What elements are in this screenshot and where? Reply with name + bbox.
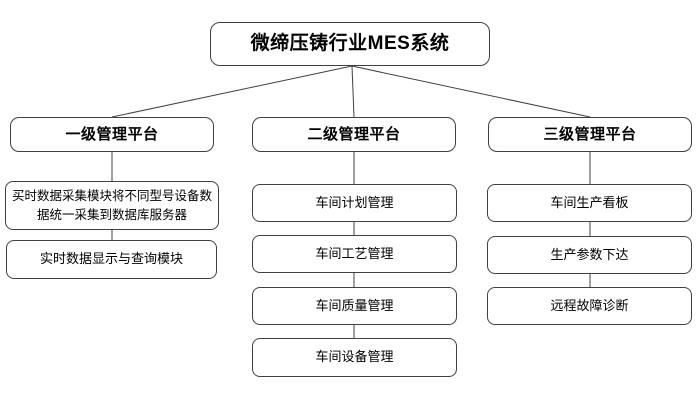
module-node-process-management-label: 车间工艺管理	[315, 245, 394, 261]
module-node-parameter-dispatch-label: 生产参数下达	[550, 246, 629, 262]
module-node-remote-diagnosis: 远程故障诊断	[487, 287, 692, 325]
module-node-quality-management: 车间质量管理	[252, 287, 457, 325]
platform-node-level2-label: 二级管理平台	[307, 125, 401, 143]
module-node-quality-management-label: 车间质量管理	[315, 297, 394, 313]
module-node-parameter-dispatch: 生产参数下达	[487, 236, 692, 274]
module-node-data-display-query: 实时数据显示与查询模块	[6, 240, 217, 279]
platform-node-level1: 一级管理平台	[10, 117, 214, 152]
module-node-data-collection-label: 买时数据采集模块将不同型号设备数据统一采集到数据库服务器	[12, 189, 213, 222]
module-node-production-kanban-label: 车间生产看板	[550, 194, 629, 210]
platform-node-level1-label: 一级管理平台	[65, 125, 159, 143]
module-node-plan-management-label: 车间计划管理	[315, 194, 394, 210]
module-node-production-kanban: 车间生产看板	[487, 184, 692, 222]
module-node-equipment-management: 车间设备管理	[252, 338, 457, 377]
module-node-process-management: 车间工艺管理	[252, 235, 457, 273]
module-node-remote-diagnosis-label: 远程故障诊断	[550, 297, 629, 313]
platform-node-level3-label: 三级管理平台	[543, 125, 637, 143]
module-node-equipment-management-label: 车间设备管理	[315, 349, 394, 365]
module-node-data-collection: 买时数据采集模块将不同型号设备数据统一采集到数据库服务器	[5, 181, 219, 230]
module-node-plan-management: 车间计划管理	[252, 184, 457, 222]
root-node: 微缔压铸行业MES系统	[210, 22, 490, 66]
platform-node-level3: 三级管理平台	[488, 117, 692, 152]
module-node-data-display-query-label: 实时数据显示与查询模块	[39, 251, 183, 267]
root-node-label: 微缔压铸行业MES系统	[250, 32, 450, 54]
platform-node-level2: 二级管理平台	[252, 117, 456, 152]
